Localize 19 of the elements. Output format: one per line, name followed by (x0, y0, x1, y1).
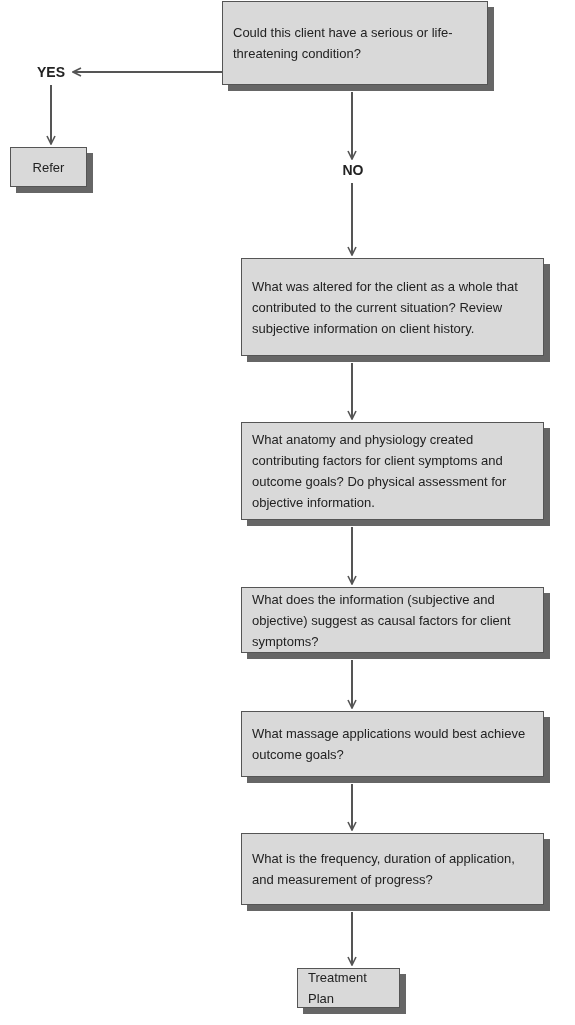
arrow (46, 84, 56, 145)
branch-label: YES (32, 62, 70, 82)
arrow (347, 911, 357, 966)
arrow (347, 659, 357, 709)
box-text: Refer (32, 158, 65, 177)
box-text: What does the information (subjective and objective) suggest as causal factors for client symptoms? (252, 590, 512, 651)
arrow (347, 526, 357, 585)
arrow (72, 67, 223, 77)
box-text: Treatment Plan (308, 969, 368, 1008)
arrow (347, 362, 357, 420)
box-text: What anatomy and physiology created contributing factors for client symptoms and outcome goals? Do physical assessment for objective information. (252, 431, 508, 512)
box-text: Could this client have a serious or life-threatening condition? (233, 24, 454, 63)
box-text: What massage applications would best achieve outcome goals? (252, 725, 527, 764)
arrow (347, 783, 357, 831)
arrow (347, 182, 357, 256)
arrow (347, 91, 357, 160)
box-text: What was altered for the client as a whole that contributed to the current situation? Review subjective information on client history. (252, 277, 519, 338)
box-text: What is the frequency, duration of application, and measurement of progress? (252, 850, 516, 889)
branch-label: NO (336, 160, 370, 180)
